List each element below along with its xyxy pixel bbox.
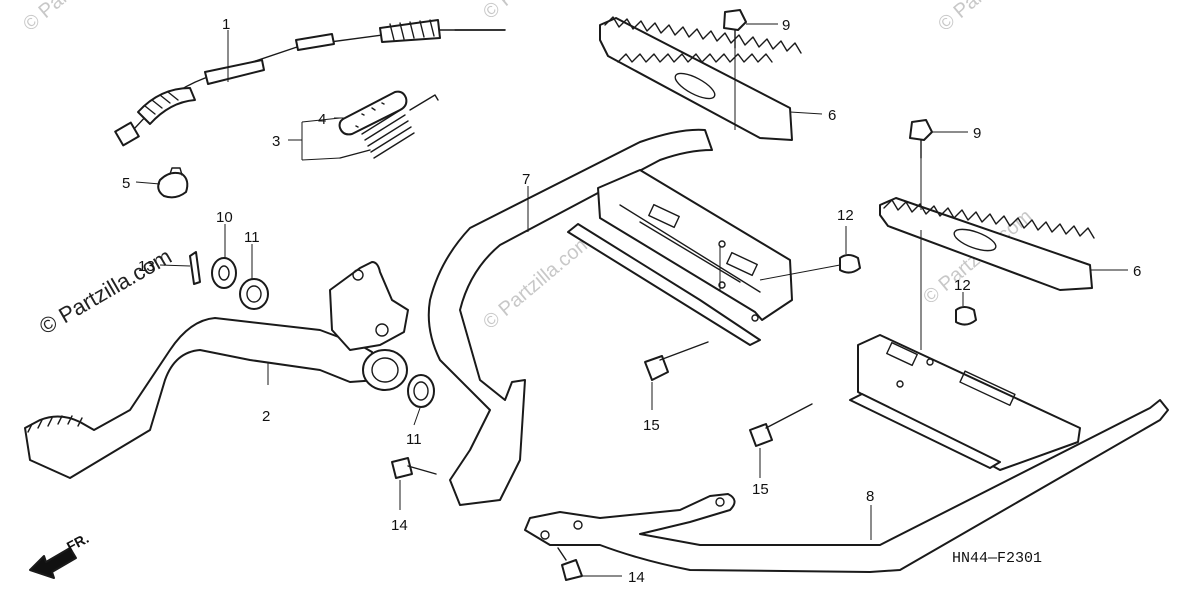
watermark-top-center: © Partzilla.com <box>479 0 596 24</box>
cable-grommet <box>157 167 189 199</box>
callout-8: 8 <box>866 488 874 505</box>
brake-cable <box>114 19 506 147</box>
fasteners <box>391 9 977 581</box>
callout-14-lower: 14 <box>628 569 645 586</box>
callout-1: 1 <box>222 16 230 33</box>
front-direction-indicator: FR. <box>29 530 91 579</box>
callout-9-lower: 9 <box>973 125 981 142</box>
diagram-code: HN44—F2301 <box>952 550 1042 567</box>
callout-13: 13 <box>138 258 155 275</box>
callout-15-upper: 15 <box>643 417 660 434</box>
small-hardware-left <box>189 251 435 408</box>
callout-10: 10 <box>216 209 233 226</box>
callout-3: 3 <box>272 133 280 150</box>
watermark-top-right: © Partzilla.com <box>934 0 1051 36</box>
callout-leaders <box>135 23 1128 577</box>
footrest-upper <box>599 16 802 141</box>
alignment-lines <box>719 48 922 350</box>
callout-15-lower: 15 <box>752 481 769 498</box>
callout-11-lower: 11 <box>406 431 422 448</box>
callout-12-upper: 12 <box>837 207 854 224</box>
spring-assembly <box>338 90 439 159</box>
watermark-left: © Partzilla.com <box>35 244 176 340</box>
watermarks: © Partzilla.com © Partzilla.com © Partzi… <box>19 0 1051 339</box>
callout-11-upper: 11 <box>244 229 260 246</box>
callout-5: 5 <box>122 175 130 192</box>
step-bracket-upper <box>427 128 793 506</box>
front-arrow-icon <box>29 547 77 579</box>
callout-12-lower: 12 <box>954 277 971 294</box>
callout-7: 7 <box>522 171 530 188</box>
callout-labels: 1 2 3 4 5 6 6 7 8 9 9 10 11 11 12 12 13 … <box>122 16 1141 586</box>
callout-9-upper: 9 <box>782 17 790 34</box>
step-bracket-lower <box>524 334 1169 573</box>
callout-2: 2 <box>262 408 270 425</box>
callout-4: 4 <box>318 111 326 128</box>
callout-6-lower: 6 <box>1133 263 1141 280</box>
watermark-top-left: © Partzilla.com <box>19 0 136 36</box>
callout-6-upper: 6 <box>828 107 836 124</box>
brake-pedal <box>24 261 409 479</box>
callout-14-upper: 14 <box>391 517 408 534</box>
footrest-lower <box>879 197 1095 291</box>
